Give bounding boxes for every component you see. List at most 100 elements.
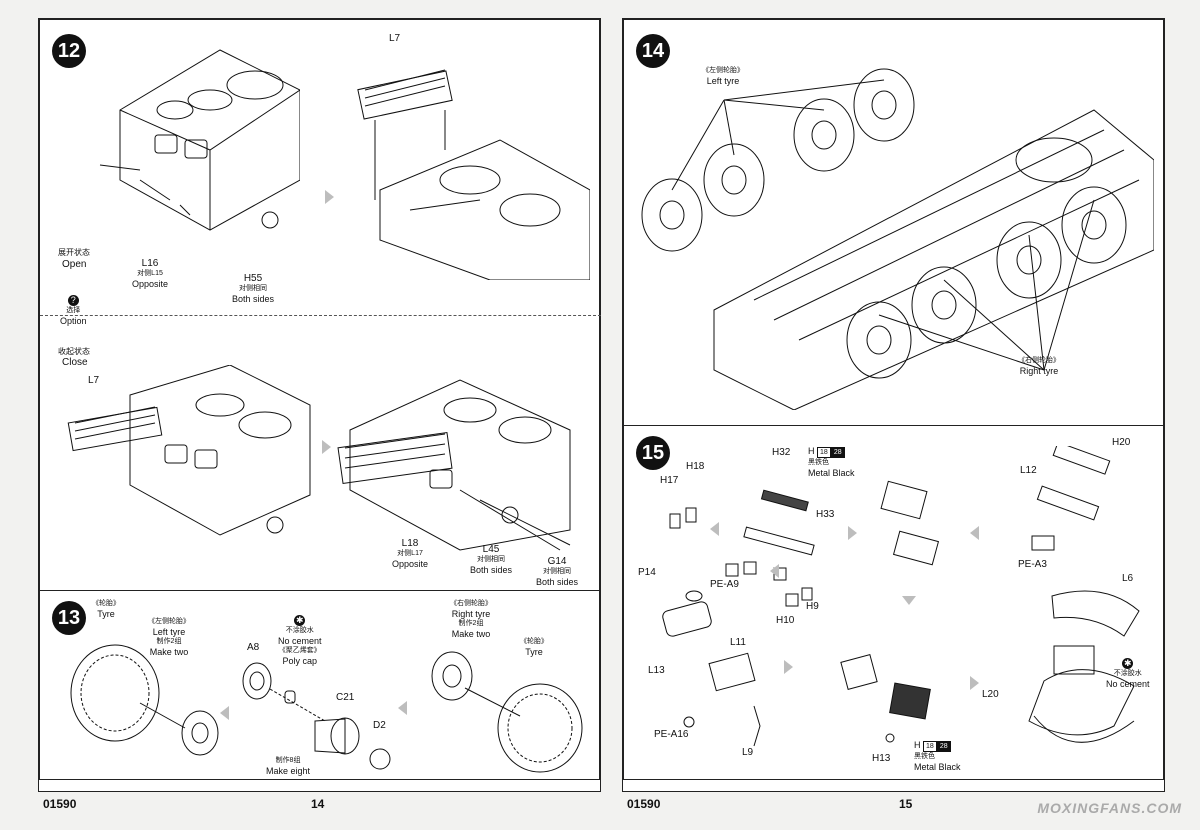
h13-label: H13 (872, 753, 891, 764)
step-13-number: 13 (52, 601, 86, 635)
pe-a16-label: PE-A16 (654, 729, 689, 740)
right-page-number: 15 (899, 797, 913, 811)
step-12-panel: 12 (39, 19, 601, 591)
paint2-letter: H (914, 740, 921, 750)
paint2-code-b: 28 (936, 741, 951, 752)
l9-label: L9 (742, 747, 754, 758)
h55-cn: 对侧相同 (239, 285, 268, 292)
step-15-number: 15 (636, 436, 670, 470)
a8-label: A8 (247, 642, 260, 653)
right-tyre-en: Right tyre (1019, 366, 1059, 376)
no-cement-en: No cement (278, 636, 322, 646)
arrow-left (970, 526, 979, 540)
make-eight-cn: 制作8组 (275, 757, 301, 764)
close-cn-label: 收起状态 (58, 347, 90, 356)
make-two2-en: Make two (451, 629, 491, 639)
step-14-number: 14 (636, 34, 670, 68)
no-glue-icon: ✱ (294, 615, 306, 626)
h55-en: Both sides (232, 294, 275, 304)
paint1-letter: H (808, 446, 815, 456)
l16-part: L16 (141, 258, 159, 269)
left-tyre-en: Left tyre (706, 76, 740, 86)
step-12-number: 12 (52, 34, 86, 68)
poly-en: Poly cap (282, 656, 318, 666)
h32-label: H32 (772, 447, 791, 458)
g14-callout: G14 对侧相同 Both sides (536, 556, 579, 588)
left-tyre-callout: 《左侧轮胎》 Left tyre (702, 66, 744, 86)
pe-a3-label: PE-A3 (1018, 559, 1047, 570)
step-14-panel: 14 《左侧轮胎》 Left tyre (623, 19, 1164, 426)
right-tyre-cn: 《右侧轮胎》 (450, 600, 492, 607)
arrow-left (770, 564, 779, 578)
h55-callout: H55 对侧相同 Both sides (232, 273, 275, 305)
h10-label: H10 (776, 615, 795, 626)
l7-top-label: L7 (389, 33, 401, 44)
open-label: Open (62, 259, 87, 270)
l13-label: L13 (648, 665, 665, 676)
right-tyre-callout: 《右侧轮胎》 Right tyre 制作2组 Make two (450, 599, 492, 639)
p14-label: P14 (638, 567, 656, 578)
paint2-en: Metal Black (914, 762, 961, 772)
h33-label: H33 (816, 509, 835, 520)
no-glue-icon: ✱ (1122, 658, 1134, 669)
tyre2-callout: 《轮胎》 Tyre (520, 637, 548, 657)
arrow-right (325, 190, 334, 204)
arrow-right (848, 526, 857, 540)
d2-label: D2 (373, 720, 386, 731)
l16-cn: 对侧L15 (137, 270, 163, 277)
l12-label: L12 (1020, 465, 1037, 476)
l45-en: Both sides (470, 565, 513, 575)
l45-part: L45 (482, 544, 500, 555)
arrow-left (710, 522, 719, 536)
l18-en: Opposite (392, 559, 429, 569)
c21-label: C21 (336, 692, 355, 703)
poly-cn: 《聚乙烯套》 (278, 647, 321, 654)
l18-cn: 对侧L17 (397, 550, 423, 557)
h20-label: H20 (1112, 437, 1131, 448)
g14-cn: 对侧相同 (543, 568, 572, 575)
right-tyre-en: Right tyre (451, 609, 491, 619)
hub-assembly-illustration (242, 662, 391, 770)
l20-label: L20 (982, 689, 999, 700)
l16-callout: L16 对侧L15 Opposite (132, 258, 168, 290)
pe-a9-label: PE-A9 (710, 579, 739, 590)
paint2-cn: 黑铁色 (914, 753, 935, 760)
no-cement-callout: ✱ 不涂胶水 No cement 《聚乙烯套》 Poly cap (278, 615, 322, 666)
no-cement-callout: ✱ 不涂胶水 No cement (1106, 658, 1150, 689)
vehicle-chassis-illustration (641, 68, 1154, 410)
l6-label: L6 (1122, 573, 1134, 584)
no-cement-en: No cement (1106, 679, 1150, 689)
arrow-right (784, 660, 793, 674)
tyre-callout: 《轮胎》 Tyre (92, 599, 120, 619)
option-divider (40, 315, 601, 316)
arrow-left (220, 706, 229, 720)
g14-part: G14 (547, 556, 567, 567)
arrow-right (970, 676, 979, 690)
arrow-down (902, 596, 916, 605)
h55-part: H55 (243, 273, 263, 284)
tyre-right-illustration (431, 651, 583, 773)
tyre-left-illustration (70, 644, 219, 756)
l7-bottom-label: L7 (88, 375, 100, 386)
l45-callout: L45 对侧相同 Both sides (470, 544, 513, 576)
right-tyre-cn: 《右侧轮胎》 (1018, 357, 1060, 364)
arrow-right (322, 440, 331, 454)
l18-part: L18 (401, 538, 419, 549)
option-en: Option (60, 316, 87, 326)
paint1-code-a: 18 (817, 447, 831, 458)
h9-label: H9 (806, 601, 819, 612)
paint1-code-b: 28 (830, 447, 845, 458)
parts-assembly-illustration (662, 446, 1140, 747)
close-label: Close (62, 357, 88, 368)
l45-cn: 对侧相同 (477, 556, 506, 563)
option-cn: 选择 (66, 307, 81, 314)
hull-open-left-illustration (99, 49, 300, 231)
make-eight-callout: 制作8组 Make eight (266, 756, 310, 776)
right-tyre-callout: 《右侧轮胎》 Right tyre (1018, 356, 1060, 376)
paint1-en: Metal Black (808, 468, 855, 478)
h18-label: H18 (686, 461, 705, 472)
left-page: 12 (38, 18, 601, 811)
g14-en: Both sides (536, 577, 579, 587)
